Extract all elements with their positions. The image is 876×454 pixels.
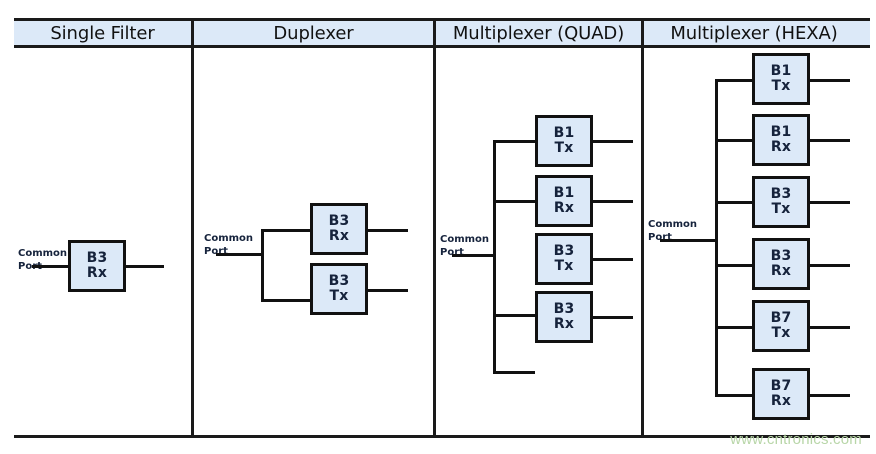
wire-output-b3-tx — [593, 258, 633, 261]
filter-block-b3-tx: B3 Tx — [535, 233, 593, 285]
cell-single-filter: Common Port B3 Rx — [14, 51, 191, 435]
filter-block-band: B3 — [553, 300, 575, 317]
filter-block-direction: Tx — [771, 201, 791, 217]
filter-block-direction: Rx — [770, 393, 792, 409]
common-port-label-line1: Common — [18, 248, 68, 259]
filter-block-band: B3 — [328, 212, 350, 229]
filter-block-band: B1 — [553, 124, 575, 141]
wire-branch-1 — [715, 79, 758, 82]
filter-block-b3-rx: B3 Rx — [310, 203, 368, 255]
wire-output-b3-tx — [368, 289, 408, 292]
common-port-label-line2: Port — [440, 246, 464, 258]
common-port-label-line2: Port — [648, 231, 672, 243]
common-port-label-line1: Common — [204, 233, 254, 244]
filter-block-direction: Tx — [554, 258, 574, 274]
cell-multiplexer-quad: Common Port B1 Tx B1 Rx B3 Tx B3 — [436, 51, 641, 435]
filter-block-b7-tx: B7 Tx — [752, 300, 810, 352]
filter-block-direction: Rx — [553, 316, 575, 332]
wire-split-bus — [493, 140, 496, 374]
filter-block-direction: Rx — [770, 263, 792, 279]
wire-branch-2 — [493, 200, 535, 203]
wire-branch-1 — [261, 229, 310, 232]
column-divider-1 — [191, 48, 194, 438]
column-header-multiplexer-quad: Multiplexer (QUAD) — [433, 21, 641, 45]
filter-block-b3-rx: B3 Rx — [68, 240, 126, 292]
wire-output-b7-rx — [810, 394, 850, 397]
column-divider-2 — [433, 48, 436, 438]
filter-block-b1-tx: B1 Tx — [535, 115, 593, 167]
filter-block-b1-tx: B1 Tx — [752, 53, 810, 105]
wire-split-bus — [261, 229, 264, 302]
common-port-label-hexa: Common Port — [648, 219, 697, 244]
wire-output-b1-rx — [593, 200, 633, 203]
filter-block-band: B3 — [86, 249, 108, 266]
filter-block-b3-tx: B3 Tx — [310, 263, 368, 315]
wire-branch-3 — [715, 201, 758, 204]
column-header-multiplexer-hexa: Multiplexer (HEXA) — [641, 21, 864, 45]
cell-duplexer: Common Port B3 Rx B3 Tx — [194, 51, 433, 435]
filter-block-band: B7 — [770, 309, 792, 326]
filter-block-direction: Rx — [770, 139, 792, 155]
filter-block-b7-rx: B7 Rx — [752, 368, 810, 420]
wire-branch-3 — [493, 314, 535, 317]
wire-output-b7-tx — [810, 326, 850, 329]
common-port-label-line1: Common — [440, 234, 490, 245]
wire-output-b3-rx — [810, 264, 850, 267]
filter-block-direction: Rx — [86, 265, 108, 281]
filter-block-direction: Tx — [771, 325, 791, 341]
wire-output-b3-rx — [593, 316, 633, 319]
filter-block-band: B1 — [770, 62, 792, 79]
filter-block-band: B3 — [770, 185, 792, 202]
common-port-label-line2: Port — [18, 260, 42, 272]
wire-branch-6 — [715, 394, 758, 397]
common-port-label-duplexer: Common Port — [204, 233, 253, 258]
wire-branch-4 — [493, 371, 535, 374]
wire-output-b3-tx — [810, 201, 850, 204]
common-port-label-quad: Common Port — [440, 234, 489, 259]
filter-block-b3-rx: B3 Rx — [752, 238, 810, 290]
common-port-label-line2: Port — [204, 245, 228, 257]
filter-block-band: B3 — [770, 247, 792, 264]
filter-block-band: B7 — [770, 377, 792, 394]
wire-output-b1-rx — [810, 139, 850, 142]
filter-block-b1-rx: B1 Rx — [752, 114, 810, 166]
filter-block-direction: Rx — [553, 200, 575, 216]
filter-block-band: B3 — [553, 242, 575, 259]
common-port-label-line1: Common — [648, 219, 698, 230]
wire-output-b3-rx — [126, 265, 164, 268]
column-header-duplexer: Duplexer — [191, 21, 433, 45]
cell-multiplexer-hexa: Common Port B1 Tx B1 Rx B3 Tx B3 — [644, 51, 870, 435]
filter-block-b1-rx: B1 Rx — [535, 175, 593, 227]
wire-common-port-input — [660, 239, 718, 242]
wire-branch-4 — [715, 264, 758, 267]
watermark-text: www.cntronics.com — [730, 431, 862, 448]
filter-block-b3-rx: B3 Rx — [535, 291, 593, 343]
filter-block-band: B3 — [328, 272, 350, 289]
wire-split-bus — [715, 79, 718, 397]
table-header-row: Single Filter Duplexer Multiplexer (QUAD… — [14, 18, 870, 48]
column-header-single-filter: Single Filter — [50, 22, 155, 44]
wire-output-b1-tx — [810, 79, 850, 82]
filter-block-direction: Tx — [771, 78, 791, 94]
column-divider-3 — [641, 48, 644, 438]
wire-common-port-input — [452, 254, 496, 257]
filter-block-direction: Tx — [554, 140, 574, 156]
common-port-label-single-filter: Common Port — [18, 248, 67, 273]
filter-block-direction: Tx — [329, 288, 349, 304]
filter-configuration-table: Single Filter Duplexer Multiplexer (QUAD… — [14, 18, 870, 438]
wire-branch-2 — [715, 139, 758, 142]
wire-branch-5 — [715, 326, 758, 329]
wire-output-b1-tx — [593, 140, 633, 143]
wire-output-b3-rx — [368, 229, 408, 232]
filter-block-band: B1 — [770, 123, 792, 140]
wire-common-port-input — [32, 265, 68, 268]
wire-common-port-input — [216, 253, 264, 256]
filter-block-b3-tx: B3 Tx — [752, 176, 810, 228]
filter-block-band: B1 — [553, 184, 575, 201]
wire-branch-1 — [493, 140, 535, 143]
wire-branch-2 — [261, 299, 310, 302]
filter-block-direction: Rx — [328, 228, 350, 244]
table-bottom-border — [14, 435, 870, 438]
